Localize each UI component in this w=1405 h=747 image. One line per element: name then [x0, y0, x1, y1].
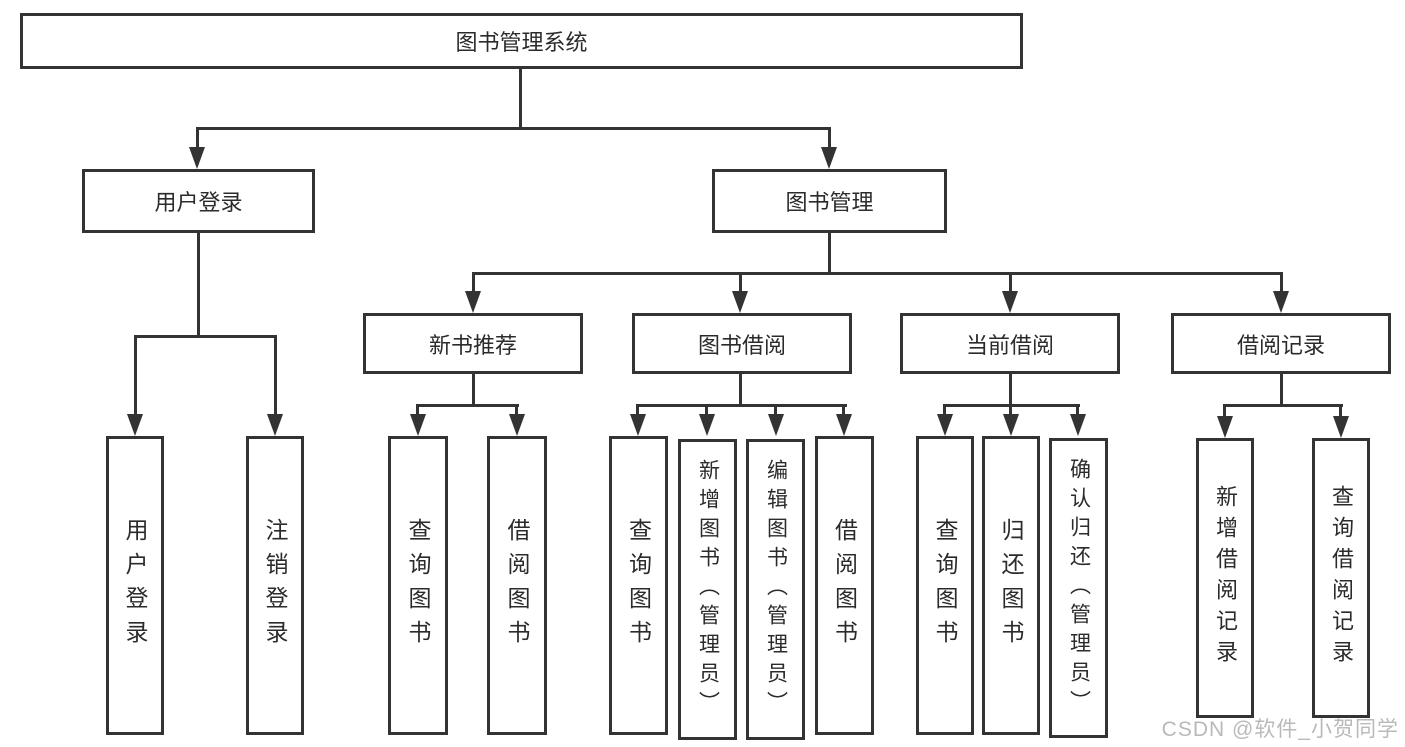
connector-login-leaf-drop	[134, 335, 137, 415]
connector-user-login-drop	[196, 127, 199, 148]
connector-leaf-drop	[636, 404, 639, 416]
arrowhead-leaf	[410, 414, 426, 436]
leaf-query-books-recommend: 查询图书	[388, 436, 448, 735]
node-new-book-recommendation: 新书推荐	[363, 313, 583, 374]
arrowhead-leaf	[1217, 416, 1233, 438]
connector-leaf-drop	[515, 404, 518, 416]
arrowhead-borrow-records	[1273, 291, 1289, 313]
leaf-add-book-admin: 新增图书（管理员）	[678, 439, 737, 740]
leaf-user-login: 用户登录	[106, 436, 164, 735]
connector-leaf-drop	[1009, 404, 1012, 416]
arrowhead-leaf	[937, 414, 953, 436]
connector-leaf-drop	[1339, 404, 1342, 418]
leaf-return-books: 归还图书	[982, 436, 1040, 735]
connector-leaf-drop	[1223, 404, 1226, 418]
arrowhead-leaf	[509, 414, 525, 436]
leaf-logout: 注销登录	[246, 436, 304, 735]
connector-root-stem	[519, 69, 522, 129]
connector-level2-rail	[196, 127, 831, 130]
arrowhead-login-leaf	[127, 414, 143, 436]
leaf-confirm-return-admin: 确认归还（管理员）	[1049, 438, 1108, 738]
arrowhead-current-borrow	[1002, 291, 1018, 313]
connector-current-borrow-stem	[1009, 374, 1012, 407]
connector-leaf-drop	[416, 404, 419, 416]
connector-logout-leaf-drop	[274, 335, 277, 415]
node-borrowing-records: 借阅记录	[1171, 313, 1391, 374]
leaf-query-borrow-record: 查询借阅记录	[1312, 438, 1370, 718]
connector-leaf-drop	[842, 404, 845, 416]
connector-leaf-drop	[705, 404, 708, 416]
connector-user-login-rail	[134, 335, 277, 338]
connector-book-mgmt-stem	[828, 233, 831, 275]
arrowhead-leaf	[699, 414, 715, 436]
connector-current-borrow-drop	[1009, 272, 1012, 292]
arrowhead-leaf	[1003, 414, 1019, 436]
connector-user-login-stem	[197, 233, 200, 337]
connector-book-mgmt-drop	[828, 127, 831, 148]
arrowhead-book-mgmt	[821, 147, 837, 169]
connector-book-borrow-stem	[739, 374, 742, 407]
arrowhead-book-borrow	[732, 291, 748, 313]
node-current-borrowing: 当前借阅	[900, 313, 1120, 374]
leaf-query-books-borrow: 查询图书	[609, 436, 668, 735]
connector-borrow-records-rail	[1224, 404, 1343, 407]
connector-current-borrow-rail	[944, 404, 1080, 407]
connector-leaf-drop	[774, 404, 777, 416]
leaf-borrow-books-recommend: 借阅图书	[487, 436, 547, 735]
connector-new-book-stem	[472, 374, 475, 407]
arrowhead-leaf	[630, 414, 646, 436]
connector-leaf-drop	[943, 404, 946, 416]
arrowhead-new-book	[465, 291, 481, 313]
node-user-login: 用户登录	[82, 169, 315, 233]
connector-level3-rail	[472, 272, 1283, 275]
leaf-query-books-current: 查询图书	[916, 436, 974, 735]
arrowhead-leaf	[768, 414, 784, 436]
arrowhead-leaf	[1333, 416, 1349, 438]
arrowhead-leaf	[1070, 414, 1086, 436]
connector-borrow-records-drop	[1280, 272, 1283, 292]
arrowhead-user-login	[189, 147, 205, 169]
leaf-edit-book-admin: 编辑图书（管理员）	[746, 439, 805, 740]
watermark: CSDN @软件_小贺同学	[1161, 718, 1399, 741]
connector-book-borrow-rail	[637, 404, 847, 407]
leaf-add-borrow-record: 新增借阅记录	[1196, 438, 1254, 718]
connector-borrow-records-stem	[1280, 374, 1283, 407]
connector-book-borrow-drop	[739, 272, 742, 292]
arrowhead-leaf	[836, 414, 852, 436]
connector-leaf-drop	[1076, 404, 1079, 416]
connector-new-book-rail	[417, 404, 519, 407]
leaf-borrow-books: 借阅图书	[815, 436, 874, 735]
connector-new-book-drop	[472, 272, 475, 292]
node-library-management-system: 图书管理系统	[20, 13, 1023, 69]
node-book-management: 图书管理	[712, 169, 947, 233]
arrowhead-logout-leaf	[267, 414, 283, 436]
node-book-borrowing: 图书借阅	[632, 313, 852, 374]
